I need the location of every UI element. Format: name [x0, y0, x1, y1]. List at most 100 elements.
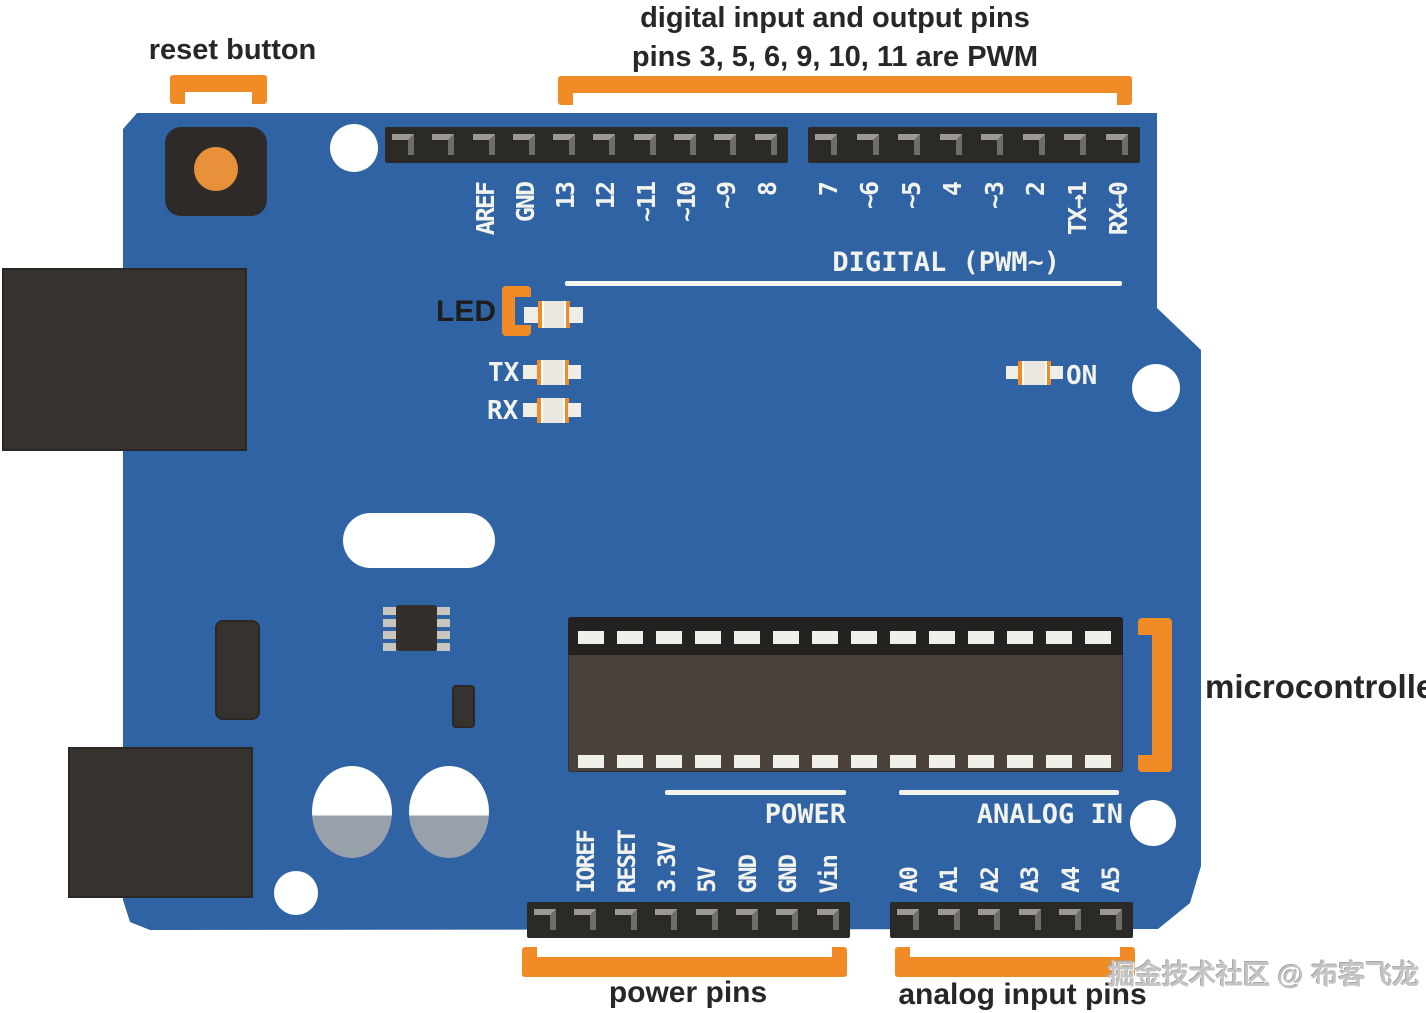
pin-label-a5: A5	[1097, 868, 1125, 893]
header-pin[interactable]	[648, 902, 688, 938]
pin-label-3: ~3	[980, 183, 1009, 210]
header-pin[interactable]	[810, 902, 850, 938]
header-pin[interactable]	[808, 127, 850, 163]
header-pin[interactable]	[546, 127, 586, 163]
led-stub	[1006, 366, 1019, 379]
pin-label-6: ~6	[855, 183, 884, 210]
pin-label-reset: RESET	[613, 830, 641, 893]
header-pin[interactable]	[707, 127, 747, 163]
header-pin[interactable]	[689, 902, 729, 938]
capacitor	[312, 766, 392, 858]
digital-pins-annotation-line1: digital input and output pins	[640, 2, 1030, 34]
tx-label: TX	[488, 358, 520, 388]
pin-label-2: 2	[1021, 183, 1050, 197]
chip-pin	[383, 643, 396, 651]
header-pin[interactable]	[466, 127, 506, 163]
led-stub	[523, 403, 538, 417]
pin-label-5: ~5	[897, 183, 926, 210]
pin-label-ioref: IOREF	[572, 830, 600, 893]
power-pins-bracket	[522, 947, 847, 977]
digital-section-line	[565, 281, 1122, 286]
header-pin[interactable]	[890, 902, 931, 938]
analog-section-line	[899, 790, 1119, 795]
led-bracket	[502, 286, 531, 336]
usb-interface-chip	[396, 605, 437, 651]
pin13-led	[538, 301, 570, 328]
voltage-regulator	[215, 620, 260, 720]
chip-pin	[383, 607, 396, 615]
header-pin[interactable]	[891, 127, 933, 163]
header-pin[interactable]	[1093, 902, 1134, 938]
chip-pin	[383, 631, 396, 639]
reset-button-cap[interactable]	[194, 147, 238, 191]
capacitor	[409, 766, 489, 858]
reset-bracket	[170, 75, 267, 104]
rx-led	[537, 398, 569, 423]
header-pin[interactable]	[667, 127, 707, 163]
power-pins-annotation: power pins	[608, 976, 768, 1009]
analog-header[interactable]	[890, 902, 1133, 938]
chip-pin	[437, 631, 450, 639]
pin-label-3v3: 3.3V	[653, 843, 681, 893]
analog-section-title: ANALOG IN	[976, 799, 1123, 830]
pin-label-a1: A1	[935, 868, 963, 893]
digital-header-right[interactable]	[808, 127, 1140, 163]
header-pin[interactable]	[974, 127, 1016, 163]
pin-label-gnd2: GND	[774, 855, 802, 893]
header-pin[interactable]	[971, 902, 1012, 938]
header-pin[interactable]	[1099, 127, 1141, 163]
microcontroller-bracket	[1138, 618, 1172, 772]
header-pin[interactable]	[527, 902, 567, 938]
pin-label-gnd1: GND	[734, 855, 762, 893]
power-section-line	[665, 790, 846, 795]
microcontroller-pins-bottom	[578, 755, 1116, 768]
pin-label-10: ~10	[672, 183, 701, 223]
header-pin[interactable]	[933, 127, 975, 163]
digital-header-left[interactable]	[385, 127, 788, 163]
pin-label-7: 7	[814, 183, 843, 197]
header-pin[interactable]	[385, 127, 425, 163]
microcontroller-pins-top	[578, 631, 1116, 644]
led-stub	[568, 403, 581, 417]
header-pin[interactable]	[1052, 902, 1093, 938]
header-pin[interactable]	[748, 127, 788, 163]
chip-pin	[383, 619, 396, 627]
pin-label-8: 8	[753, 183, 782, 197]
reset-button-annotation: reset button	[148, 34, 317, 66]
power-header[interactable]	[527, 902, 850, 938]
led-stub	[569, 307, 583, 323]
header-pin[interactable]	[567, 902, 607, 938]
pin-label-11: ~11	[632, 183, 661, 223]
power-jack	[68, 747, 253, 898]
header-pin[interactable]	[1057, 127, 1099, 163]
pin-label-rx0: RX←0	[1104, 183, 1133, 236]
digital-pins-bracket	[558, 76, 1132, 105]
pin-label-tx1: TX→1	[1063, 183, 1092, 236]
header-pin[interactable]	[931, 902, 972, 938]
pin-label-a3: A3	[1016, 868, 1044, 893]
crystal-oscillator	[343, 513, 495, 568]
header-pin[interactable]	[506, 127, 546, 163]
header-pin[interactable]	[1012, 902, 1053, 938]
header-pin[interactable]	[425, 127, 465, 163]
microcontroller-annotation: microcontroller	[1205, 668, 1426, 705]
header-pin[interactable]	[850, 127, 892, 163]
led-stub	[1050, 366, 1063, 379]
watermark: 掘金技术社区 @ 布客飞龙	[1108, 960, 1420, 990]
header-pin[interactable]	[729, 902, 769, 938]
chip-pin	[437, 643, 450, 651]
tx-led	[537, 360, 569, 385]
led-stub	[568, 365, 581, 379]
header-pin[interactable]	[627, 127, 667, 163]
header-pin[interactable]	[586, 127, 626, 163]
power-on-led	[1018, 361, 1051, 385]
power-section-title: POWER	[764, 799, 846, 830]
header-pin[interactable]	[769, 902, 809, 938]
usb-connector	[2, 268, 247, 451]
rx-label: RX	[487, 396, 519, 426]
pin-label-gnd-top: GND	[511, 183, 540, 223]
small-component	[452, 685, 475, 728]
header-pin[interactable]	[608, 902, 648, 938]
header-pin[interactable]	[1016, 127, 1058, 163]
